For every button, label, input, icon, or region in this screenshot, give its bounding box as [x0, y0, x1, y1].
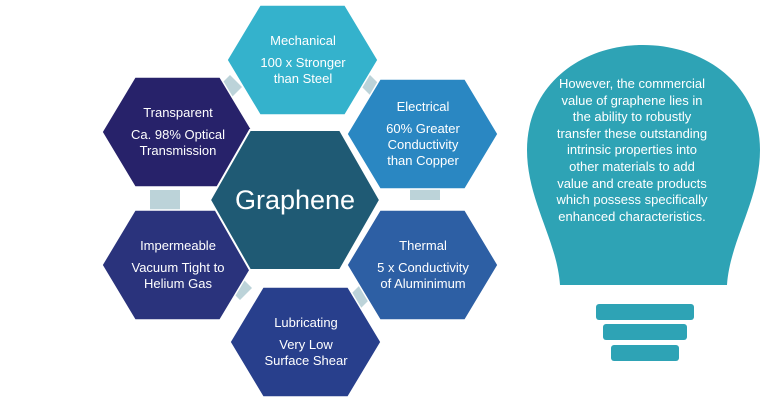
connector-impermeable-transparent: [150, 190, 180, 210]
hex-center-graphene: [208, 129, 382, 271]
bulb-base-band-1: [596, 304, 694, 320]
hex-thermal: [346, 209, 499, 321]
bulb-base-band-3: [611, 345, 679, 361]
bulb-glass: [527, 45, 760, 285]
hex-mechanical: [226, 4, 379, 116]
center-title: Graphene: [234, 184, 356, 215]
bulb-base-band-2: [603, 324, 687, 340]
lightbulb-icon: [527, 45, 760, 361]
hex-electrical: [346, 78, 499, 190]
hex-lubricating: [229, 286, 382, 398]
bulb-statement: However, the commercial value of graphen…: [556, 76, 708, 224]
